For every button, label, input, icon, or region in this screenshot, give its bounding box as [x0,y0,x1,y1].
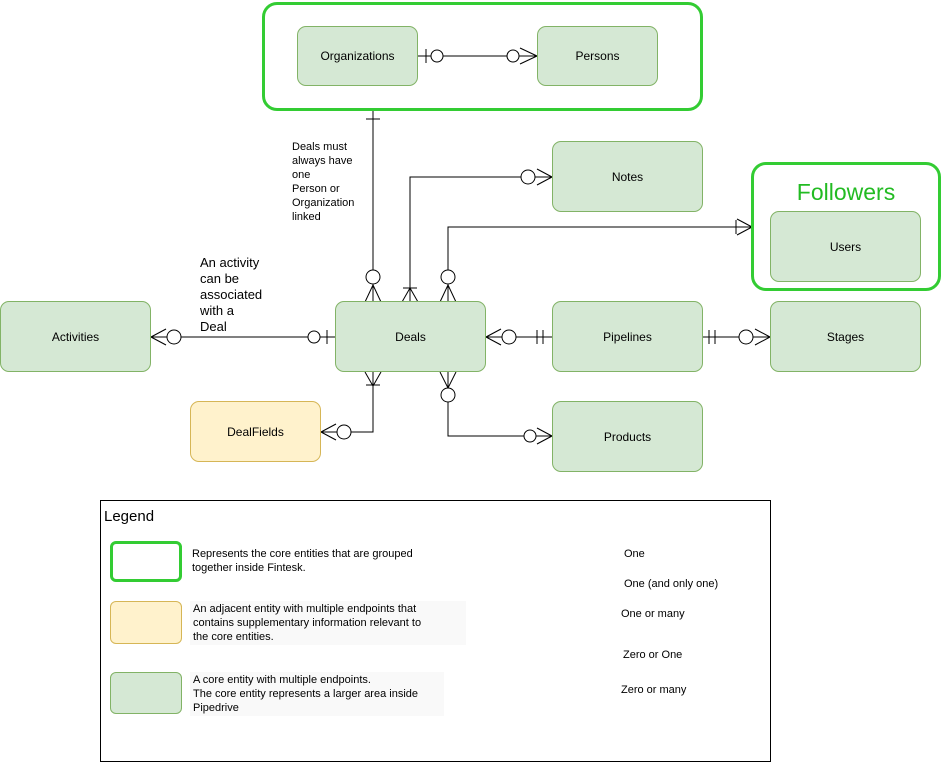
edge-deals-dealfields [320,371,382,441]
legend-label-one: One [624,548,645,560]
edge-deals-pipelines [485,328,552,346]
entity-users[interactable]: Users [770,211,921,282]
core-entities-group [262,2,703,111]
edge-deals-products [439,371,553,445]
followers-group: Followers [751,162,941,291]
legend-label-one-and-only-one: One (and only one) [624,578,719,590]
entity-activities[interactable]: Activities [0,301,151,372]
edge-deals-notes [401,168,553,303]
edge-activities-deals [150,328,335,346]
legend-text-core-entity: A core entity with multiple endpoints. T… [190,672,444,716]
legend-box: Legend Represents the core entities that… [100,500,771,762]
legend-label-one-or-many: One or many [621,608,685,620]
entity-notes[interactable]: Notes [552,141,703,212]
entity-persons[interactable]: Persons [537,26,658,86]
legend-label-zero-or-one: Zero or One [623,649,683,661]
entity-pipelines[interactable]: Pipelines [552,301,703,372]
entity-organizations[interactable]: Organizations [297,26,418,86]
entity-dealfields[interactable]: DealFields [190,401,321,462]
edge-deals-users [439,218,753,303]
legend-label-zero-or-many: Zero or many [621,684,687,696]
entity-deals[interactable]: Deals [335,301,486,372]
followers-title: Followers [796,179,896,205]
legend-text-adjacent: An adjacent entity with multiple endpoin… [190,601,466,645]
legend-swatch-adjacent [110,601,182,644]
legend-text-core-group: Represents the core entities that are gr… [192,548,413,574]
entity-products[interactable]: Products [552,401,703,472]
edge-pipelines-stages [703,328,771,346]
legend-swatch-core-entity [110,672,182,714]
activity-note: An activity can be associated with a Dea… [200,255,263,334]
entity-stages[interactable]: Stages [770,301,921,372]
edge-core-deals [364,111,382,303]
deals-must-note: Deals must always have one Person or Org… [292,141,355,223]
legend-swatch-core-group [110,541,182,582]
edge-organizations-persons [418,47,538,65]
legend-title: Legend [104,508,155,525]
